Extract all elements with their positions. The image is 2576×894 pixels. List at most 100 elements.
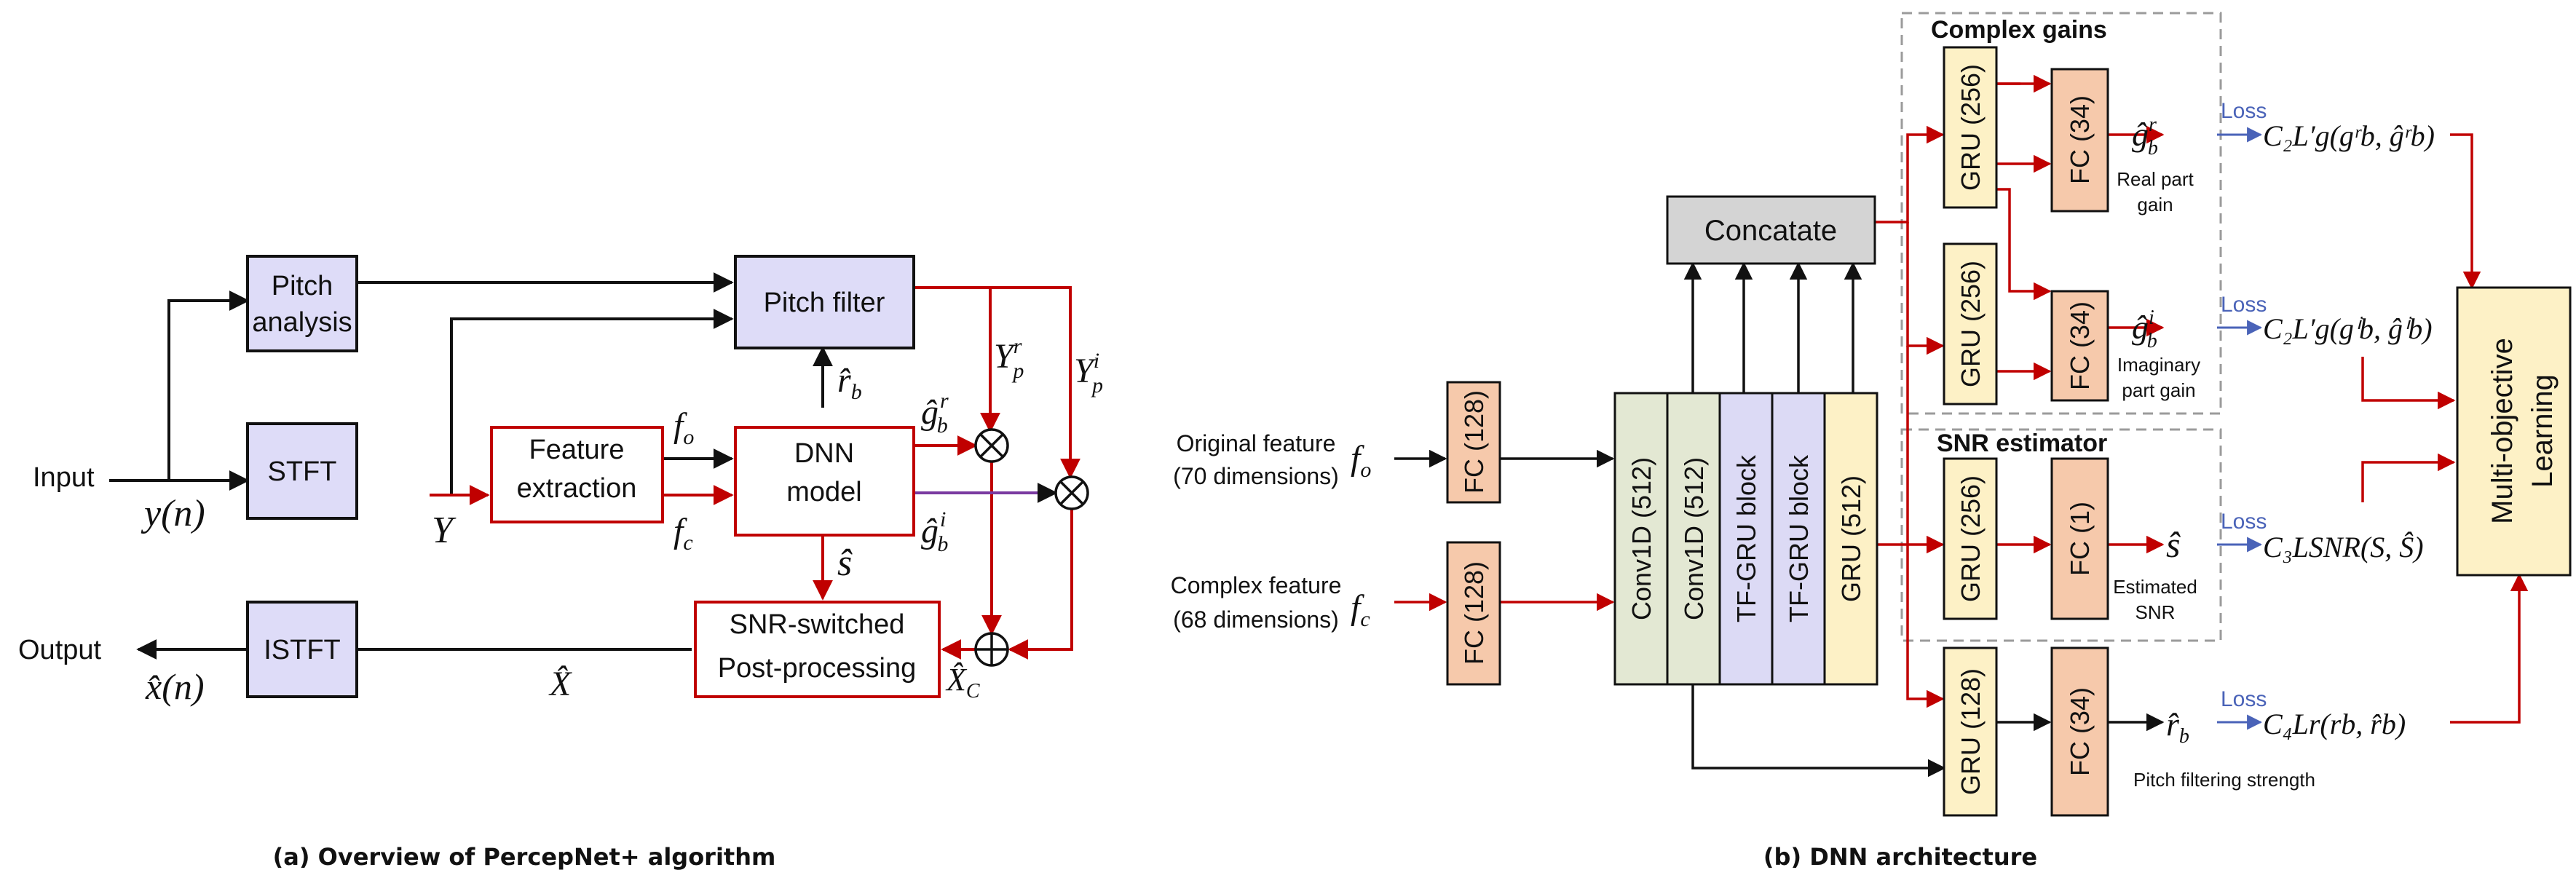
feature-extraction-label-1: Feature [529, 435, 625, 465]
gru512-label: GRU (512) [1836, 475, 1866, 602]
y-n-label: y(n) [141, 493, 205, 534]
gru256-a-label: GRU (256) [1956, 64, 1986, 191]
loss-label-3: Loss [2221, 510, 2267, 534]
fc1-block [2050, 457, 2109, 620]
X-hat-label: X̂ [548, 664, 572, 703]
out-r-label: r̂b [2166, 705, 2189, 748]
pitch-filter-label: Pitch filter [764, 288, 885, 318]
f-c-label: fc [673, 512, 693, 555]
istft-label: ISTFT [264, 635, 341, 665]
gru512-block [1823, 392, 1878, 686]
caption-b: (b) DNN architecture [1763, 843, 2037, 871]
x-hat-n-label: x̂(n) [145, 666, 205, 707]
f-o-label: fo [673, 406, 694, 449]
fc128-bottom-label: FC (128) [1459, 561, 1489, 665]
pitch-analysis-block [246, 255, 358, 352]
complex-feature-label-2: (68 dimensions) [1173, 606, 1339, 633]
f-c-input-label: fc [1351, 588, 1370, 631]
istft-block [246, 601, 358, 698]
r-b-label: r̂b [837, 361, 862, 404]
multi-objective-label-2: Learning [2526, 374, 2559, 488]
complex-gains-group [1900, 12, 2222, 415]
gru256-c-block [1943, 457, 1998, 620]
dnn-model-label-2: model [786, 477, 862, 507]
snr-post-label-2: Post-processing [718, 653, 916, 684]
Xc-hat-label: X̂C [945, 662, 980, 703]
loss-expr-4: C₄Lr(rb, r̂b) [2263, 708, 2406, 740]
stft-block [246, 422, 358, 520]
complex-feature-label-1: Complex feature [1171, 572, 1342, 598]
loss-expr-3: C₃LSNR(S, Ŝ) [2263, 531, 2424, 563]
gru128-label: GRU (128) [1956, 668, 1986, 795]
s-hat-label: ŝ [837, 542, 853, 584]
pitch-filter-block [734, 255, 915, 349]
pitch-analysis-label-2: analysis [252, 307, 352, 338]
loss-label-2: Loss [2221, 293, 2267, 317]
dnn-model-label-1: DNN [794, 438, 854, 469]
gru256-b-block [1943, 242, 1998, 406]
fc34-c-block [2050, 646, 2109, 817]
fc34-b-block [2050, 290, 2109, 402]
original-feature-label-2: (70 dimensions) [1173, 463, 1339, 489]
feature-extraction-block [490, 426, 664, 523]
multi-objective-label-1: Multi-objective [2486, 338, 2518, 524]
tf-gru-1-label: TF-GRU block [1731, 454, 1761, 622]
stft-label: STFT [268, 456, 337, 487]
fc34-b-label: FC (34) [2065, 301, 2095, 390]
input-label: Input [33, 462, 95, 493]
feature-extraction-label-2: extraction [517, 473, 637, 504]
fc128-top-block [1446, 381, 1501, 504]
gru128-block [1943, 646, 1998, 817]
fc128-top-label: FC (128) [1459, 390, 1489, 494]
complex-gains-title: Complex gains [1931, 16, 2107, 44]
caption-a: (a) Overview of PercepNet+ algorithm [273, 843, 776, 871]
snr-estimator-title: SNR estimator [1937, 430, 2107, 457]
snr-post-label-1: SNR-switched [730, 609, 905, 640]
loss-expr-2: C₂L′g(gⁱb, ĝⁱb) [2263, 312, 2433, 345]
original-feature-label-1: Original feature [1177, 430, 1336, 456]
fc34-c-label: FC (34) [2065, 687, 2095, 776]
pitch-analysis-label-1: Pitch [272, 271, 333, 301]
real-part-label-1: Real part [2117, 168, 2194, 190]
loss-expr-1: C₂L′g(gʳb, ĝʳb) [2263, 119, 2435, 152]
fc34-a-block [2050, 68, 2109, 213]
conv1d-2-label: Conv1D (512) [1679, 457, 1709, 620]
imag-part-label-1: Imaginary [2117, 354, 2200, 376]
gru256-a-block [1943, 46, 1998, 209]
conv1d-1-block [1613, 392, 1669, 686]
imag-part-label-2: part gain [2122, 379, 2195, 401]
overview-panel: Pitch analysis STFT ISTFT Pitch filter F… [18, 255, 1103, 871]
pitch-strength-label: Pitch filtering strength [2133, 769, 2315, 791]
real-part-label-2: gain [2137, 194, 2173, 215]
conv1d-1-label: Conv1D (512) [1627, 457, 1656, 620]
estimated-snr-label-2: SNR [2136, 601, 2176, 623]
out-s-label: ŝ [2166, 524, 2181, 565]
concatate-block [1666, 195, 1876, 265]
snr-switched-post-processing-block [694, 601, 941, 698]
fc34-a-label: FC (34) [2065, 95, 2095, 184]
estimated-snr-label-1: Estimated [2113, 576, 2197, 598]
output-label: Output [18, 635, 102, 665]
Y-label: Y [432, 510, 457, 551]
snr-estimator-group [1900, 428, 2222, 642]
loss-label-4: Loss [2221, 687, 2267, 711]
tf-gru-2-label: TF-GRU block [1784, 454, 1814, 622]
f-o-input-label: fo [1351, 439, 1371, 482]
fc128-bottom-block [1446, 541, 1501, 686]
loss-label-1: Loss [2221, 99, 2267, 123]
gru256-c-label: GRU (256) [1956, 475, 1986, 602]
gru256-b-label: GRU (256) [1956, 261, 1986, 387]
dnn-architecture-panel: FC (128) FC (128) Conv1D (512) Conv1D (5… [1171, 12, 2572, 871]
concatate-label: Concatate [1704, 215, 1837, 247]
fc1-label: FC (1) [2065, 502, 2095, 576]
multi-objective-learning-block [2456, 286, 2572, 577]
dnn-model-block [734, 426, 915, 537]
tf-gru-1-block [1718, 392, 1774, 686]
